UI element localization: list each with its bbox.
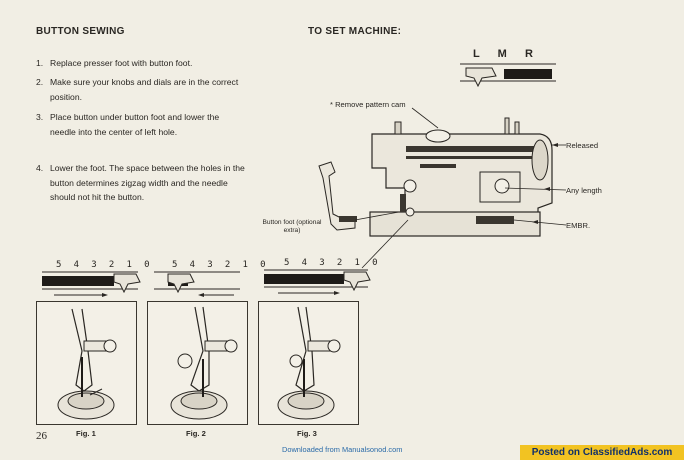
width-dial-scale-3: 5 4 3 2 1 0: [284, 258, 382, 268]
width-dial-bar-3: [264, 269, 371, 295]
step-text: Lower the foot. The space between the ho…: [50, 163, 245, 202]
button-foot-illustration: [318, 161, 400, 231]
needle-button-drawing-3: [277, 306, 341, 420]
label-l: L: [473, 48, 482, 60]
step-2: 2. Make sure your knobs and dials are in…: [36, 75, 246, 104]
page-number: 26: [36, 430, 47, 442]
needle-button-drawing-1: [57, 308, 117, 420]
width-dial-scale-2: 5 4 3 2 1 0: [172, 260, 270, 270]
step-4: 4. Lower the foot. The space between the…: [36, 161, 246, 205]
figure-caption-3: Fig. 3: [297, 429, 317, 438]
step-text: Replace presser foot with button foot.: [50, 58, 193, 68]
label-r: R: [524, 48, 535, 60]
download-source-link[interactable]: Downloaded from Manualsonod.com: [282, 445, 403, 454]
classifiedads-watermark: Posted on ClassifiedAds.com: [520, 445, 684, 460]
width-dial-bar-2: [154, 271, 240, 297]
step-text: Make sure your knobs and dials are in th…: [50, 77, 239, 102]
step-number: 1.: [36, 58, 44, 68]
width-dial-scale-1: 5 4 3 2 1 0: [56, 260, 154, 270]
figure-panel-1: [36, 301, 137, 425]
figure-caption-1: Fig. 1: [76, 429, 96, 438]
step-3: 3. Place button under button foot and lo…: [36, 110, 246, 139]
step-number: 4.: [36, 163, 44, 173]
callout-button-foot: Button foot (optional extra): [262, 219, 322, 234]
section-heading-to-set-machine: TO SET MACHINE:: [308, 26, 402, 37]
callout-released: Released: [566, 141, 599, 150]
step-text: Place button under button foot and lower…: [50, 112, 220, 137]
step-1: 1. Replace presser foot with button foot…: [36, 56, 246, 71]
callout-embr: EMBR.: [566, 221, 591, 230]
needle-position-labels: L M R: [473, 48, 535, 60]
width-dial-bar-1: [42, 271, 141, 297]
step-number: 2.: [36, 77, 44, 87]
callout-any-length: Any length: [566, 186, 602, 195]
needle-button-drawing-2: [170, 306, 238, 420]
figure-caption-2: Fig. 2: [186, 429, 206, 438]
callout-remove-pattern-cam: * Remove pattern cam: [330, 100, 406, 109]
step-number: 3.: [36, 112, 44, 122]
needle-position-indicator: [460, 63, 556, 88]
label-m: M: [497, 48, 509, 60]
section-heading-button-sewing: BUTTON SEWING: [36, 26, 125, 37]
sewing-machine-illustration: [361, 107, 567, 269]
